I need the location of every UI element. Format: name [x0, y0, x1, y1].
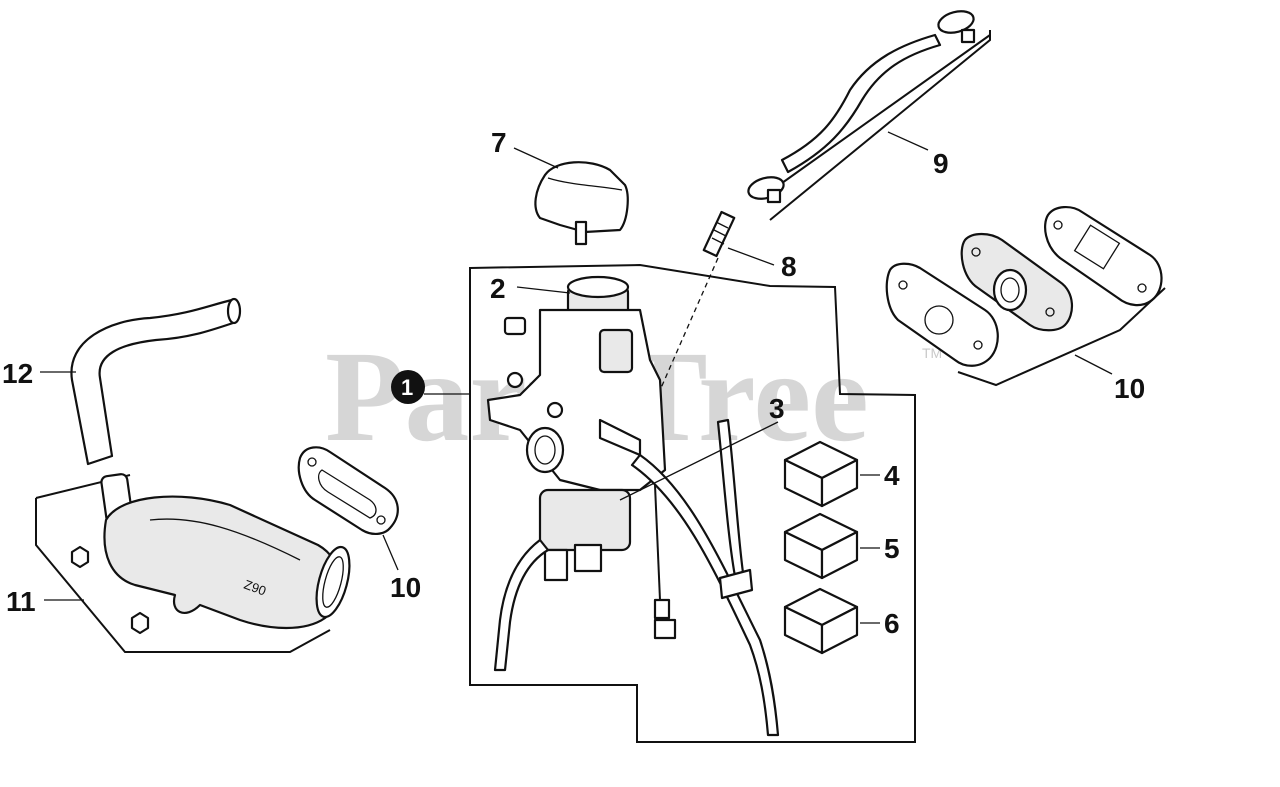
callout-12: 12: [2, 358, 33, 389]
callout-1-badge: [391, 370, 425, 404]
watermark-trademark: TM: [922, 345, 942, 361]
leader-3: [619, 421, 779, 501]
callout-7: 7: [491, 127, 507, 158]
part-3-hoses[interactable]: [493, 418, 780, 737]
nut-icon: [130, 611, 150, 635]
part-5-foam[interactable]: [783, 512, 859, 580]
callout-10-left: 10: [390, 572, 421, 603]
muffler-mark: Z90: [242, 577, 268, 599]
nut-icon: [70, 545, 90, 569]
assembly-1-outline: [469, 263, 916, 743]
leader-10-right: [1074, 354, 1113, 375]
part-7-cover[interactable]: [534, 161, 629, 246]
part-10-gasket-top[interactable]: [1044, 206, 1163, 307]
callout-1: 1: [401, 375, 413, 400]
callout-2: 2: [490, 273, 506, 304]
part-6-foam[interactable]: [783, 587, 859, 655]
callout-6: 6: [884, 608, 900, 639]
callout-3: 3: [769, 393, 785, 424]
part-4-foam[interactable]: [783, 440, 859, 508]
part-12-breather-hose[interactable]: [70, 297, 242, 466]
leader-8: [727, 247, 775, 266]
leader-2: [516, 286, 571, 294]
callout-10-right: 10: [1114, 373, 1145, 404]
leader-9: [887, 131, 929, 151]
part-10-gasket-right[interactable]: [885, 262, 999, 367]
callout-4: 4: [884, 460, 900, 491]
callout-11: 11: [6, 586, 36, 617]
part-10-spacer[interactable]: [960, 232, 1073, 332]
part-10-gasket-left[interactable]: [297, 446, 399, 535]
part-10-right-outline: [957, 287, 1166, 387]
callout-8: 8: [781, 251, 797, 282]
part-9-fuel-line[interactable]: [746, 8, 991, 221]
part-11-muffler[interactable]: Z90: [70, 473, 356, 635]
part-8-fuel-filter[interactable]: [702, 210, 736, 258]
callout-5: 5: [884, 533, 900, 564]
leader-dashed-8: [635, 257, 719, 446]
leader-10-left: [382, 534, 399, 571]
leader-7: [513, 147, 559, 169]
part-2-carburetor[interactable]: [486, 275, 667, 582]
callout-9: 9: [933, 148, 949, 179]
